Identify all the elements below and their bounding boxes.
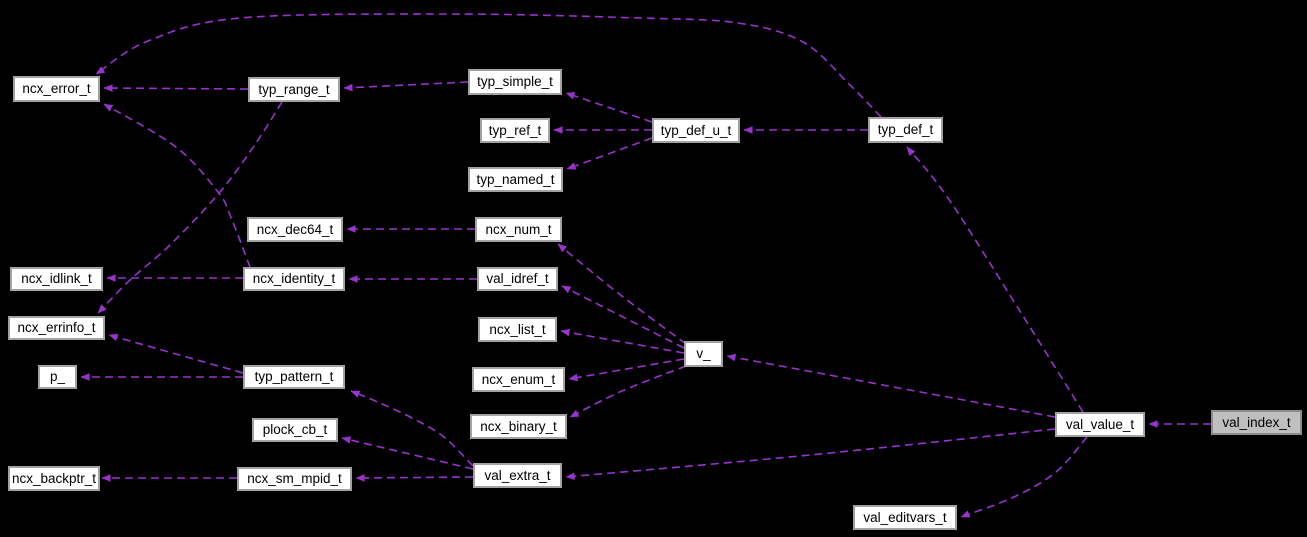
node-typ_def_t[interactable]: typ_def_t (868, 117, 943, 143)
edge-val_value_t-to-v_ (726, 353, 1056, 418)
node-ncx_num_t[interactable]: ncx_num_t (475, 217, 562, 242)
node-p_[interactable]: p_ (38, 365, 77, 389)
edge-v_-to-ncx_binary_t (569, 365, 687, 418)
node-v_[interactable]: v_ (684, 341, 723, 367)
node-typ_pattern_t[interactable]: typ_pattern_t (243, 365, 345, 389)
node-val_index_t: val_index_t (1211, 410, 1302, 435)
node-typ_named_t[interactable]: typ_named_t (468, 167, 563, 192)
node-val_value_t[interactable]: val_value_t (1055, 412, 1145, 437)
edge-v_-to-ncx_enum_t (568, 358, 685, 382)
edge-typ_range_t-to-ncx_errinfo_t (97, 101, 283, 314)
node-typ_def_u_t[interactable]: typ_def_u_t (652, 118, 740, 143)
node-val_extra_t[interactable]: val_extra_t (473, 463, 562, 488)
node-typ_ref_t[interactable]: typ_ref_t (480, 118, 550, 143)
edge-typ_def_u_t-to-typ_simple_t (565, 92, 653, 123)
edge-val_extra_t-to-ncx_sm_mpid_t (355, 474, 474, 482)
edge-v_-to-val_idref_t (561, 285, 685, 349)
edge-typ_def_u_t-to-typ_named_t (566, 137, 653, 170)
node-val_editvars_t[interactable]: val_editvars_t (853, 505, 957, 530)
edge-typ_range_t-to-ncx_error_t (103, 84, 249, 92)
node-typ_simple_t[interactable]: typ_simple_t (468, 69, 562, 95)
edge-v_-to-ncx_list_t (560, 328, 685, 354)
node-typ_range_t[interactable]: typ_range_t (248, 77, 340, 102)
edge-typ_def_t-to-ncx_error_t (95, 13, 882, 118)
edge-val_value_t-to-val_extra_t (565, 428, 1056, 480)
edge-val_extra_t-to-typ_pattern_t (350, 390, 474, 467)
node-ncx_error_t[interactable]: ncx_error_t (13, 76, 100, 102)
node-ncx_errinfo_t[interactable]: ncx_errinfo_t (8, 316, 105, 340)
edge-v_-to-ncx_num_t (557, 243, 687, 345)
node-ncx_idlink_t[interactable]: ncx_idlink_t (10, 267, 103, 291)
node-ncx_backptr_t[interactable]: ncx_backptr_t (8, 466, 100, 491)
node-ncx_identity_t[interactable]: ncx_identity_t (243, 267, 345, 291)
edge-ncx_identity_t-to-ncx_error_t (103, 103, 251, 268)
edge-typ_simple_t-to-typ_range_t (343, 81, 469, 92)
node-ncx_sm_mpid_t[interactable]: ncx_sm_mpid_t (237, 467, 352, 491)
node-ncx_binary_t[interactable]: ncx_binary_t (470, 414, 567, 439)
edge-val_value_t-to-typ_def_t (906, 146, 1084, 413)
node-ncx_list_t[interactable]: ncx_list_t (478, 317, 557, 342)
node-ncx_enum_t[interactable]: ncx_enum_t (472, 367, 565, 392)
node-ncx_dec64_t[interactable]: ncx_dec64_t (247, 217, 343, 242)
edge-val_value_t-to-val_editvars_t (960, 436, 1088, 518)
edge-typ_pattern_t-to-ncx_errinfo_t (108, 333, 244, 374)
node-plock_cb_t[interactable]: plock_cb_t (252, 418, 338, 442)
node-val_idref_t[interactable]: val_idref_t (477, 267, 558, 291)
edge-val_extra_t-to-plock_cb_t (341, 436, 474, 470)
